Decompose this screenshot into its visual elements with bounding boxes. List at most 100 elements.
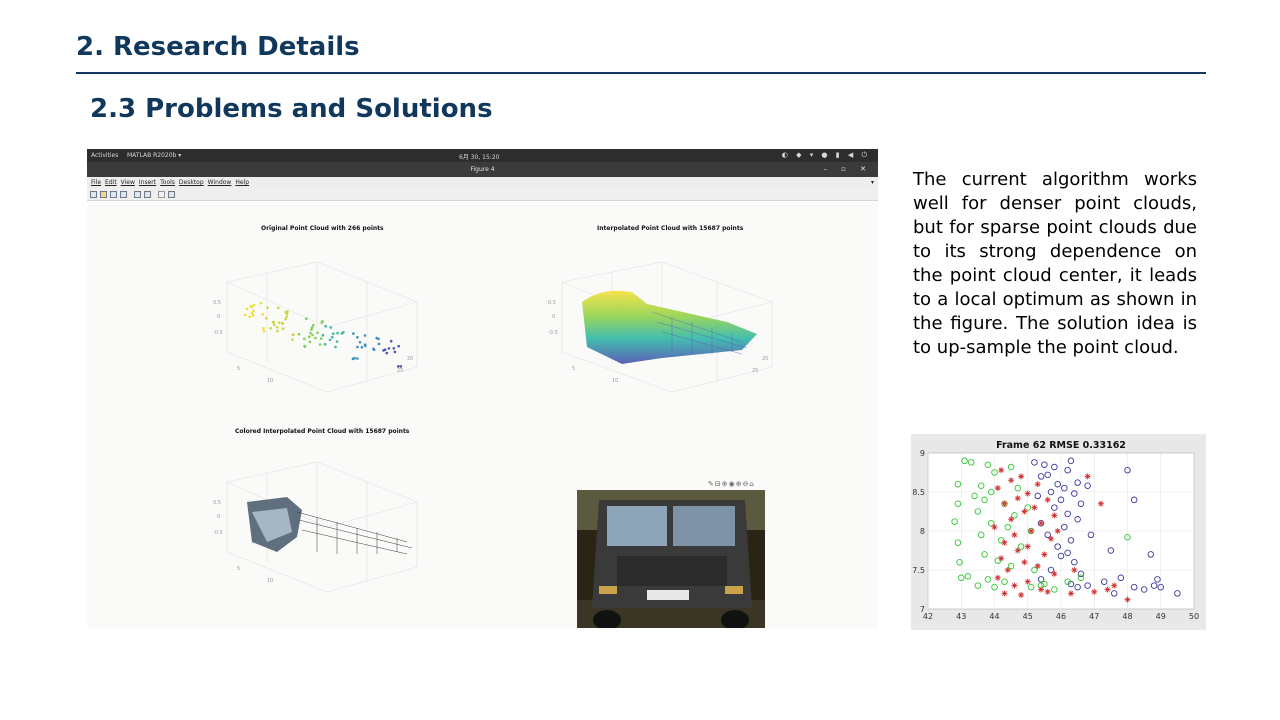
cloud-point [269,327,272,330]
cloud-point [323,342,327,346]
figure-toolbar [87,188,878,201]
edit-plot-icon [158,191,165,198]
scatter-point [981,551,988,558]
cloud-point [331,335,334,339]
scatter-point [1154,576,1161,583]
scatter-point [1107,547,1115,554]
scatter-point [1104,586,1111,593]
scatter-point [1077,574,1085,582]
cloud-point [318,343,322,346]
x-tick-label: 47 [1089,612,1099,621]
cloud-point [314,336,317,340]
svg-text:0.5: 0.5 [213,500,221,506]
scatter-point [974,582,982,589]
svg-text:5: 5 [572,366,575,372]
scatter-point [1051,570,1058,577]
cloud-point [252,303,256,307]
scatter-point [1051,463,1058,471]
cloud-point [397,344,400,348]
svg-text:25: 25 [397,368,403,374]
cloud-point [266,306,269,309]
cloud-point [273,323,276,327]
cloud-point [336,331,339,335]
link-plot-icon [134,191,141,198]
colored-point-cloud-plot: 0.50-0.5 510 [213,461,418,592]
cloud-point [328,338,332,342]
scatter-point [1047,488,1055,496]
cloud-point [334,345,337,349]
cloud-point [389,339,393,343]
scatter-point [977,482,985,490]
scatter-point [1021,559,1028,566]
menu-help: Help [235,179,250,186]
cloud-point [321,320,324,323]
cloud-point [251,314,255,317]
subplot-title-original: Original Point Cloud with 266 points [261,225,384,232]
cloud-point [356,345,359,349]
scatter-point [954,500,962,507]
scatter-point [984,576,992,583]
svg-text:5: 5 [237,366,240,372]
scatter-point [987,519,995,527]
scatter-point [1124,533,1131,541]
scatter-point [1061,523,1068,531]
cloud-point [252,309,255,313]
scatter-point [1140,586,1148,593]
cloud-point [277,306,280,310]
scatter-point [1014,495,1021,502]
save-icon [110,191,117,198]
figure-window-title: Figure 4 [470,166,495,173]
scatter-point [1051,586,1058,593]
scatter-point [1147,551,1155,558]
scatter-point [1054,543,1061,550]
activities-label: Activities [91,152,119,159]
scatter-point [1074,583,1081,591]
scatter-point [1124,466,1131,474]
subplot-title-colored: Colored Interpolated Point Cloud with 15… [235,428,410,435]
y-tick-label: 7 [920,605,925,614]
scatter-point [1024,490,1031,497]
scatter-point [1048,535,1055,542]
x-tick-label: 43 [956,612,966,621]
cloud-point [308,335,311,339]
scatter-point [1001,590,1008,597]
scatter-point [1001,539,1008,546]
print-icon [120,191,127,198]
cloud-point [356,336,359,339]
scatter-point [977,531,985,539]
cloud-point [308,340,312,344]
scatter-point [1017,543,1025,550]
svg-text:0: 0 [552,314,555,320]
scatter-point [1031,504,1038,511]
cloud-point [377,342,381,346]
system-tray-icons: ◐ ◆ ▾ ● ▮ ◀ ⏻ [781,151,870,159]
cloud-point [340,332,344,335]
scatter-point [987,488,995,496]
x-tick-label: 50 [1189,612,1199,621]
cloud-point [393,350,397,354]
scatter-point [1130,496,1138,504]
cloud-point [303,337,306,341]
cloud-point [262,327,265,330]
scatter-point [1011,582,1018,589]
cloud-point [291,338,294,341]
scatter-point [954,480,962,488]
scatter-point [1018,473,1025,480]
scatter-point [1011,512,1018,519]
scatter-point [1051,512,1058,519]
cloud-point [305,317,308,320]
scatter-point [1044,531,1051,539]
scatter-point [1054,480,1061,488]
scatter-point [1174,590,1181,597]
scatter-point [1001,500,1008,507]
svg-text:20: 20 [762,356,768,362]
scatter-point [1018,591,1025,598]
menu-file: File [91,179,102,186]
cloud-point [312,323,315,327]
scatter-point [1034,563,1041,570]
svg-text:0.5: 0.5 [213,300,221,306]
cloud-point [243,313,247,317]
scatter-point [1057,496,1065,504]
scatter-point [1041,461,1048,468]
